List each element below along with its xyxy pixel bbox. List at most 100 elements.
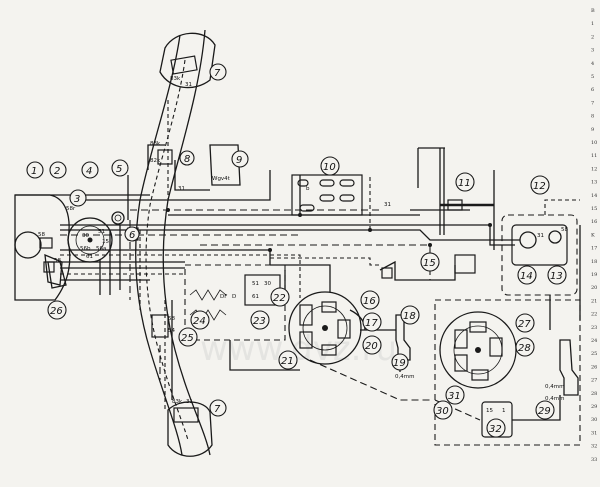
terminal-51-reg: 51 xyxy=(252,281,259,287)
terminal-58-gauge: 58 xyxy=(54,258,61,264)
terminal-51: 51 xyxy=(98,229,105,235)
svg-text:21: 21 xyxy=(281,356,294,367)
callouts: 1 2 3 4 5 6 7 7 8 9 10 11 12 13 14 15 16… xyxy=(26,63,567,438)
margin-text: 24 xyxy=(591,338,597,344)
margin-text: 20 xyxy=(591,285,597,291)
svg-text:Wgv4t: Wgv4t xyxy=(212,176,231,182)
callout-26: 26 xyxy=(47,300,67,320)
margin-text: 27 xyxy=(591,378,597,384)
callout-14: 14 xyxy=(517,265,537,285)
svg-text:25: 25 xyxy=(181,333,194,344)
terminal-df: DF xyxy=(220,294,227,300)
callout-21: 21 xyxy=(278,350,298,370)
svg-text:23: 23 xyxy=(253,316,266,327)
callout-29: 29 xyxy=(535,400,555,420)
terminal-83k-top: 83k xyxy=(170,76,181,82)
margin-text: 30 xyxy=(591,417,597,423)
margin-text: 33 xyxy=(591,457,597,463)
gap-29: 0,4mm xyxy=(545,384,564,390)
margin-text: 29 xyxy=(591,404,597,410)
right-margin-column: B12345678910111213141516K171819202122232… xyxy=(591,8,597,463)
svg-text:16: 16 xyxy=(363,296,376,307)
svg-text:19: 19 xyxy=(393,358,406,369)
terminal-61: 61 xyxy=(86,254,93,260)
margin-text: 26 xyxy=(591,364,597,370)
svg-text:14: 14 xyxy=(520,271,533,282)
svg-text:6: 6 xyxy=(129,230,135,241)
terminal-58r: 58r xyxy=(66,206,76,212)
coil-terminal-15: 15 xyxy=(486,408,493,414)
callout-10: 10 xyxy=(320,156,340,176)
callout-15: 15 xyxy=(420,252,440,272)
svg-text:12: 12 xyxy=(533,181,546,192)
horn-contact: 83k 82k 31 xyxy=(150,141,185,192)
callout-30: 30 xyxy=(433,400,453,420)
callout-11: 11 xyxy=(455,172,475,192)
margin-text: 32 xyxy=(591,444,597,450)
margin-text: 19 xyxy=(591,272,597,278)
svg-text:20: 20 xyxy=(365,341,378,352)
svg-text:27: 27 xyxy=(518,319,531,330)
gap-30: 0,4mm xyxy=(545,396,564,402)
callout-13: 13 xyxy=(547,265,567,285)
callout-28: 28 xyxy=(515,337,535,357)
margin-text: 2 xyxy=(591,34,594,40)
callout-19: 19 xyxy=(391,353,409,371)
gauge: 58 xyxy=(47,258,67,289)
terminal-83k-mid: 83k xyxy=(150,141,161,147)
callout-18: 18 xyxy=(400,305,420,325)
callout-6: 6 xyxy=(124,226,140,242)
svg-text:18: 18 xyxy=(403,311,416,322)
callout-32: 32 xyxy=(486,418,506,438)
coil-terminal-1: 1 xyxy=(502,408,506,414)
margin-text: 10 xyxy=(591,140,597,146)
horn: Wgv4t xyxy=(209,144,241,186)
switch-top: 83k 31 xyxy=(170,55,198,88)
callout-1: 1 xyxy=(26,161,44,179)
callout-12: 12 xyxy=(530,175,550,195)
svg-text:10: 10 xyxy=(323,162,336,173)
handlebar-outline xyxy=(135,29,216,457)
margin-text: 1 xyxy=(591,21,594,27)
margin-text: 23 xyxy=(591,325,597,331)
wiring-bundle xyxy=(60,100,581,421)
callout-27: 27 xyxy=(515,313,535,333)
svg-text:30: 30 xyxy=(436,406,449,417)
svg-text:9: 9 xyxy=(236,155,242,166)
margin-text: 21 xyxy=(591,298,597,304)
margin-text: 18 xyxy=(591,259,597,265)
brake-switch xyxy=(417,147,495,250)
terminal-30-reg: 30 xyxy=(264,281,271,287)
terminal-56a: 56a xyxy=(96,246,106,252)
svg-text:8: 8 xyxy=(184,154,190,165)
margin-text: 8 xyxy=(591,114,594,120)
terminal-30: 30 xyxy=(82,233,89,239)
callout-31: 31 xyxy=(445,385,465,405)
svg-text:11: 11 xyxy=(458,178,471,189)
margin-text: 3 xyxy=(591,48,594,54)
callout-2: 2 xyxy=(49,161,67,179)
callout-25: 25 xyxy=(178,327,198,347)
callout-16: 16 xyxy=(360,290,380,310)
margin-text: 15 xyxy=(591,206,597,212)
terminal-31-10: 31 xyxy=(384,202,391,208)
terminal-31-tail: 31 xyxy=(537,233,544,239)
tail-light: 31 58 xyxy=(501,214,578,296)
margin-text: 17 xyxy=(591,246,597,252)
svg-text:22: 22 xyxy=(273,293,286,304)
svg-text:17: 17 xyxy=(365,318,378,329)
callout-22: 22 xyxy=(270,287,290,307)
margin-text: 22 xyxy=(591,312,597,318)
callout-23: 23 xyxy=(250,310,270,330)
gap-19: 0,4mm xyxy=(395,374,414,380)
svg-text:31: 31 xyxy=(448,391,461,402)
margin-text: 14 xyxy=(591,193,597,199)
callout-17: 17 xyxy=(362,312,382,332)
margin-text: 7 xyxy=(591,100,594,106)
regulator-box: 51 30 61 DF D xyxy=(184,264,286,341)
terminal-58-tail: 58 xyxy=(561,227,568,233)
margin-text: K xyxy=(591,232,595,238)
terminal-31-mid: 31 xyxy=(178,186,185,192)
callout-7-bottom: 7 xyxy=(209,399,227,417)
